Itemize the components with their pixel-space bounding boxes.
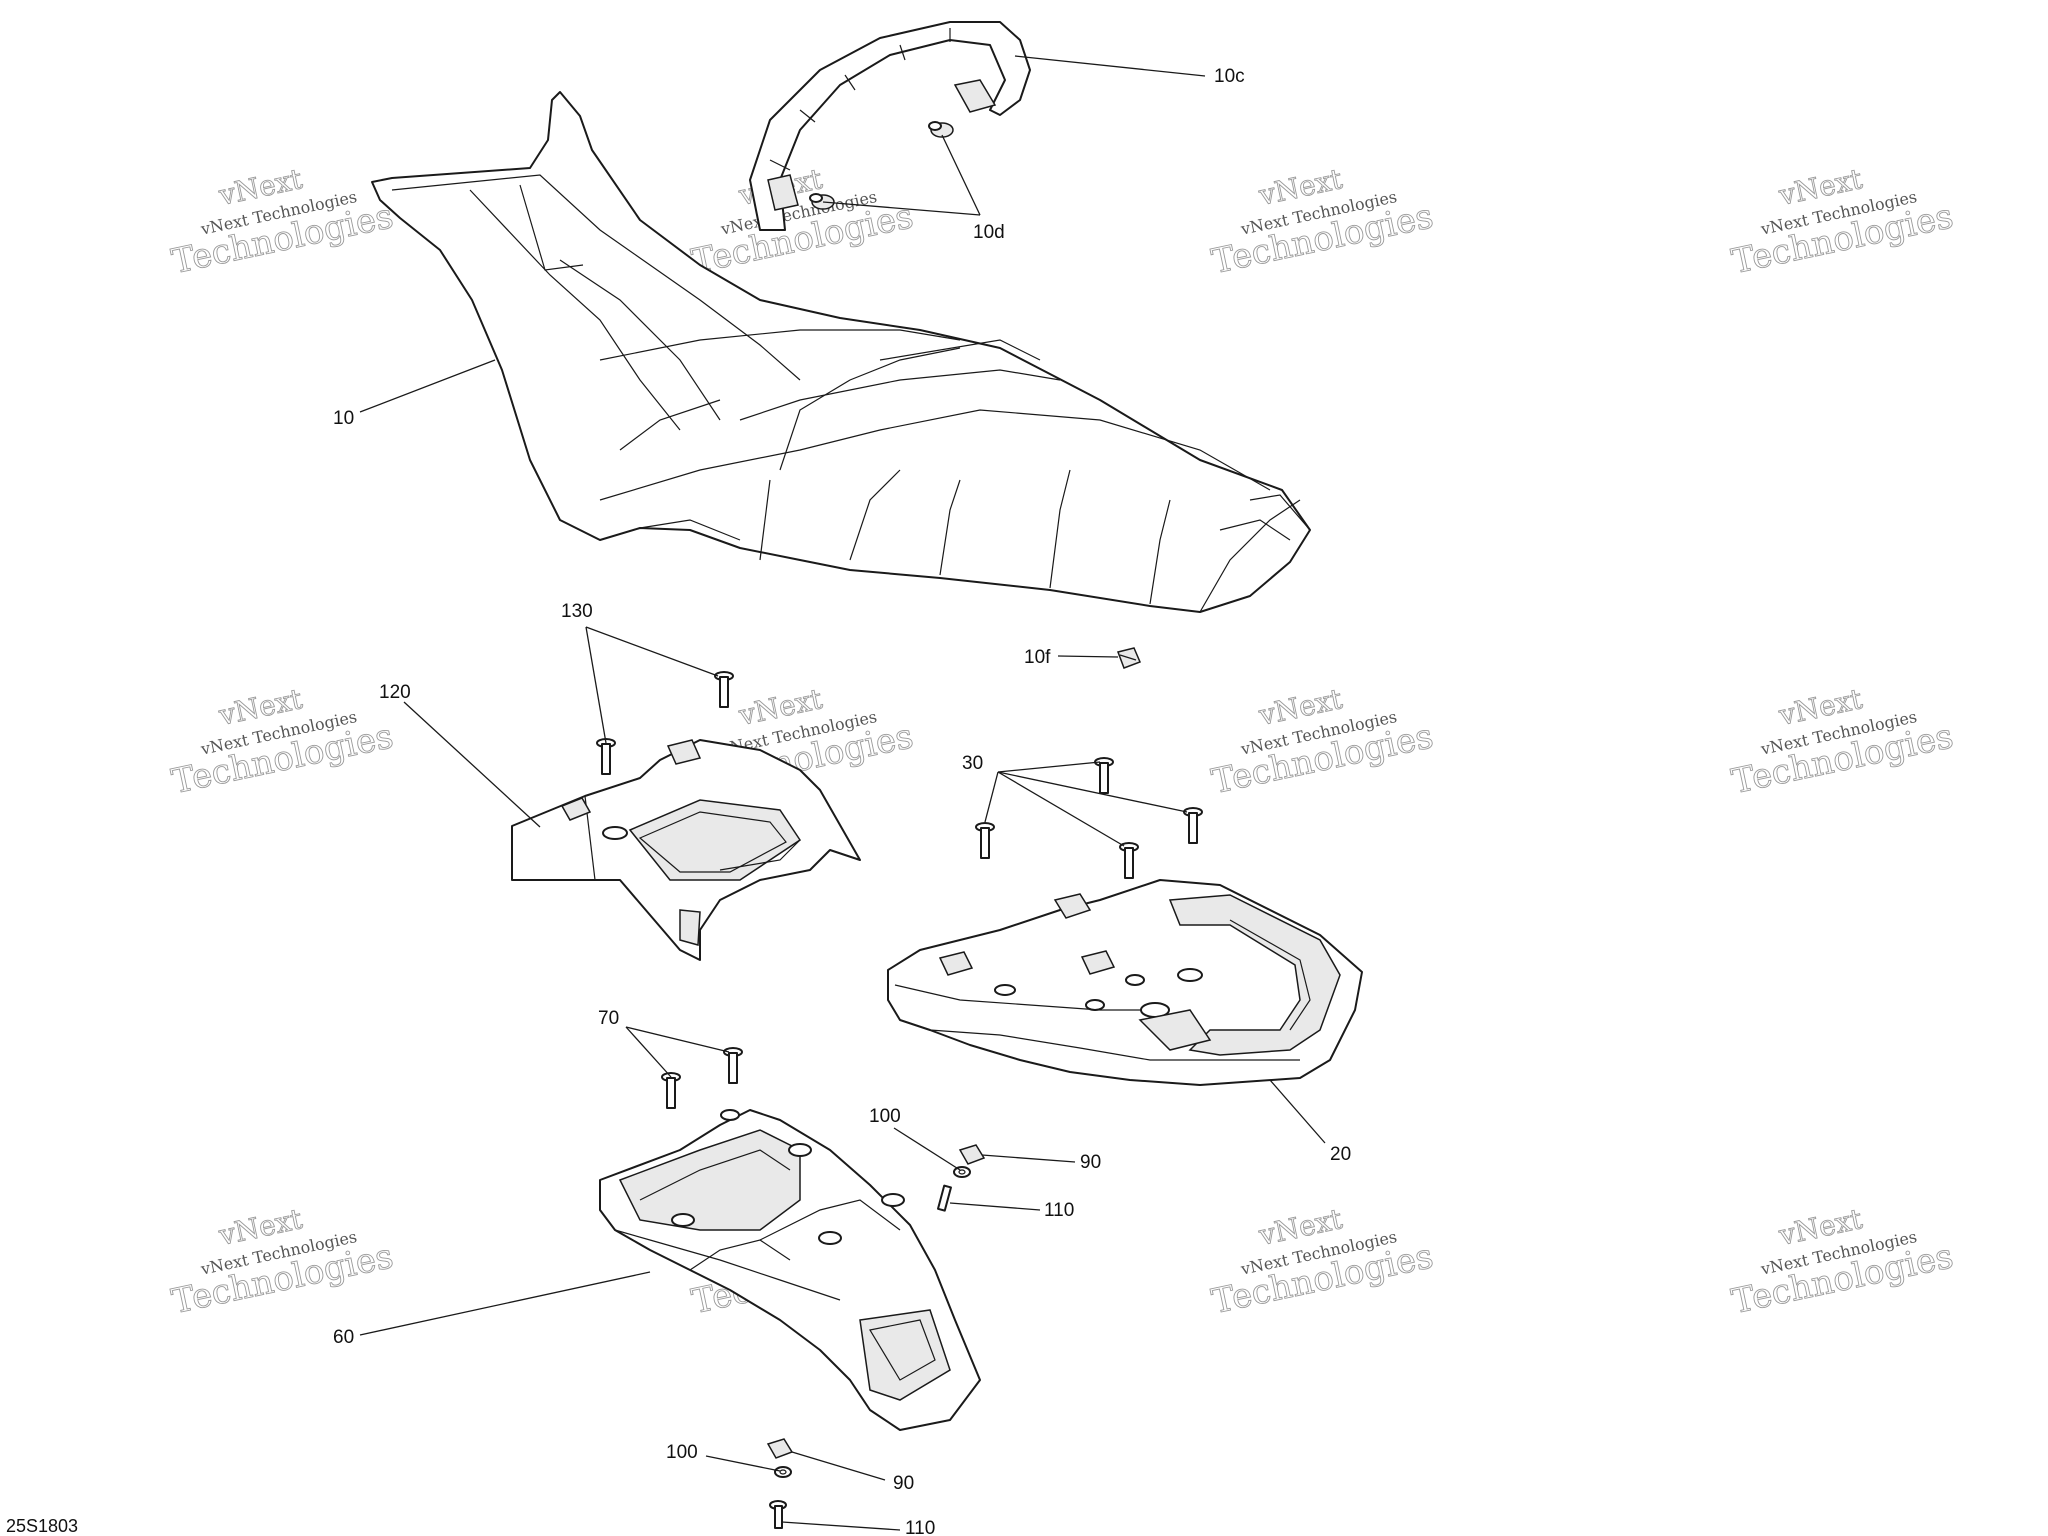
- nut-lower: [766, 1438, 794, 1459]
- watermark: vNext vNext Technologies Technologies: [1208, 682, 1437, 803]
- watermark: vNext vNext Technologies Technologies: [1208, 1202, 1437, 1323]
- callout-tray-screws: 130: [561, 601, 593, 622]
- callout-nut-upper: 90: [1080, 1152, 1101, 1173]
- watermarks: vNext vNext Technologies Technologies vN…: [168, 162, 1957, 1323]
- rack-screw-parts[interactable]: [975, 757, 1203, 879]
- watermark: vNext vNext Technologies Technologies: [688, 162, 917, 283]
- nut-upper: [958, 1144, 986, 1165]
- strap-fastener-parts[interactable]: [809, 121, 954, 210]
- tray-screw-2: [596, 738, 616, 775]
- watermark: vNext vNext Technologies Technologies: [1208, 162, 1437, 283]
- support-screw-parts[interactable]: [661, 1047, 743, 1109]
- screw-upper: [936, 1184, 952, 1212]
- washer-lower: [774, 1466, 792, 1478]
- callout-washer-lower: 100: [666, 1442, 698, 1463]
- hardware-parts[interactable]: [766, 1144, 986, 1529]
- luggage-rack-part[interactable]: [887, 879, 1363, 1086]
- watermark: vNext vNext Technologies Technologies: [168, 1202, 397, 1323]
- rack-screw-2: [1183, 807, 1203, 844]
- watermark: vNext vNext Technologies Technologies: [1728, 162, 1957, 283]
- seat-part[interactable]: [371, 91, 1311, 613]
- storage-tray-part[interactable]: [511, 739, 861, 961]
- fastener-top: [928, 121, 954, 138]
- callout-storage-tray: 120: [379, 682, 411, 703]
- callout-nut-lower: 90: [893, 1473, 914, 1494]
- callout-strap-fastener: 10d: [973, 222, 1005, 243]
- callout-support: 60: [333, 1327, 354, 1348]
- support-screw-1: [723, 1047, 743, 1084]
- callout-labels: 10c 10d 10 10f 130 120 30 20 70 100 90 1…: [333, 66, 1351, 1536]
- watermark: vNext vNext Technologies Technologies: [1728, 682, 1957, 803]
- rack-screw-3: [975, 822, 995, 859]
- washer-upper: [953, 1166, 971, 1178]
- diagram-code: 25S1803: [6, 1516, 78, 1536]
- callout-screw-upper: 110: [1044, 1200, 1074, 1221]
- watermark: vNext vNext Technologies Technologies: [1728, 1202, 1957, 1323]
- callout-clip: 10f: [1024, 647, 1051, 668]
- screw-lower: [769, 1500, 787, 1529]
- support-screw-2: [661, 1072, 681, 1109]
- callout-support-screws: 70: [598, 1008, 619, 1029]
- watermark: vNext vNext Technologies Technologies: [168, 162, 397, 283]
- rack-screw-4: [1119, 842, 1139, 879]
- clip-part[interactable]: [1117, 647, 1141, 669]
- callout-strap: 10c: [1214, 66, 1245, 87]
- callout-rack-screws: 30: [962, 753, 983, 774]
- callout-screw-lower: 110: [905, 1518, 935, 1536]
- callout-seat: 10: [333, 408, 354, 429]
- watermark: vNext vNext Technologies Technologies: [168, 682, 397, 803]
- leader-lines: [359, 55, 1326, 1531]
- callout-luggage-rack: 20: [1330, 1144, 1351, 1165]
- tray-screw-1: [714, 671, 734, 708]
- tray-screw-parts[interactable]: [596, 671, 734, 775]
- rack-screw-1: [1094, 757, 1114, 794]
- support-part[interactable]: [599, 1109, 981, 1431]
- strap-part[interactable]: [749, 21, 1031, 231]
- callout-washer-upper: 100: [869, 1106, 901, 1127]
